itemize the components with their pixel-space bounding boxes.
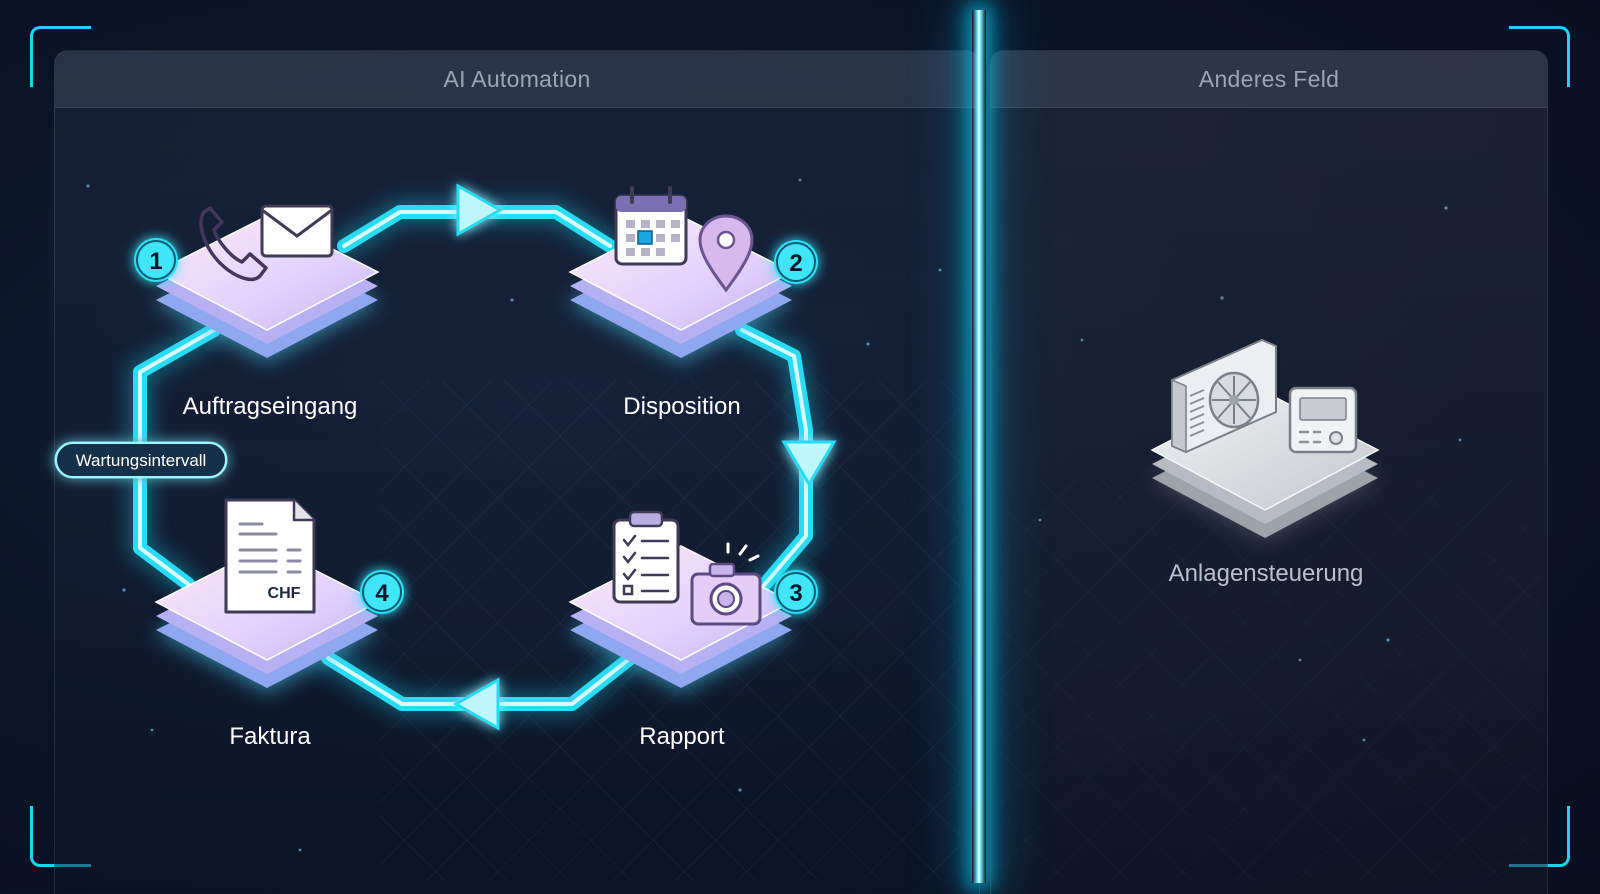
clipboard-checklist-icon — [612, 510, 680, 604]
background-stars — [86, 178, 1462, 852]
panel-title-ai-automation: AI Automation — [55, 51, 979, 108]
camera-icon — [690, 542, 762, 626]
calendar-icon — [614, 186, 688, 266]
svg-text:1: 1 — [149, 248, 162, 275]
step-auftragseingang: 1 Auftragseingang — [134, 204, 380, 420]
step-rapport: 3 Rapport — [568, 510, 818, 750]
flow-loop — [128, 183, 837, 731]
frame-corner-top-right — [1509, 26, 1570, 87]
step-faktura: CHF 4 Faktura — [154, 498, 404, 750]
arrow-left-icon — [452, 677, 500, 731]
step-badge-2: 2 — [774, 240, 818, 284]
step-label-3: Rapport — [639, 723, 725, 750]
step-label-2: Disposition — [623, 393, 740, 420]
step-label-4: Faktura — [229, 723, 311, 750]
phone-icon — [199, 206, 268, 282]
loop-label: Wartungsintervall — [76, 451, 207, 470]
step-badge-3: 3 — [774, 570, 818, 614]
other-field-anlagensteuerung: Anlagensteuerung — [1150, 338, 1380, 587]
loop-label-pill: Wartungsintervall — [54, 441, 228, 479]
step-badge-1: 1 — [134, 238, 178, 282]
heat-pump-unit-icon — [1171, 338, 1277, 454]
step-label-1: Auftragseingang — [183, 393, 358, 420]
invoice-currency: CHF — [268, 585, 301, 602]
step-badge-4: 4 — [360, 570, 404, 614]
arrow-down-icon — [781, 440, 837, 487]
invoice-document-icon: CHF — [224, 498, 316, 614]
location-pin-icon — [698, 214, 754, 293]
panel-title-anderes-feld: Anderes Feld — [991, 51, 1547, 108]
frame-corner-top-left — [30, 26, 91, 87]
arrow-right-icon — [456, 183, 504, 237]
svg-text:2: 2 — [789, 250, 802, 277]
step-disposition: 2 Disposition — [568, 186, 818, 420]
other-field-label: Anlagensteuerung — [1169, 560, 1364, 587]
control-panel-icon — [1288, 386, 1358, 454]
panel-divider — [972, 10, 986, 883]
floor-grid-right — [1000, 480, 1540, 880]
svg-text:4: 4 — [375, 580, 389, 607]
svg-text:3: 3 — [789, 580, 802, 607]
envelope-icon — [260, 204, 334, 258]
